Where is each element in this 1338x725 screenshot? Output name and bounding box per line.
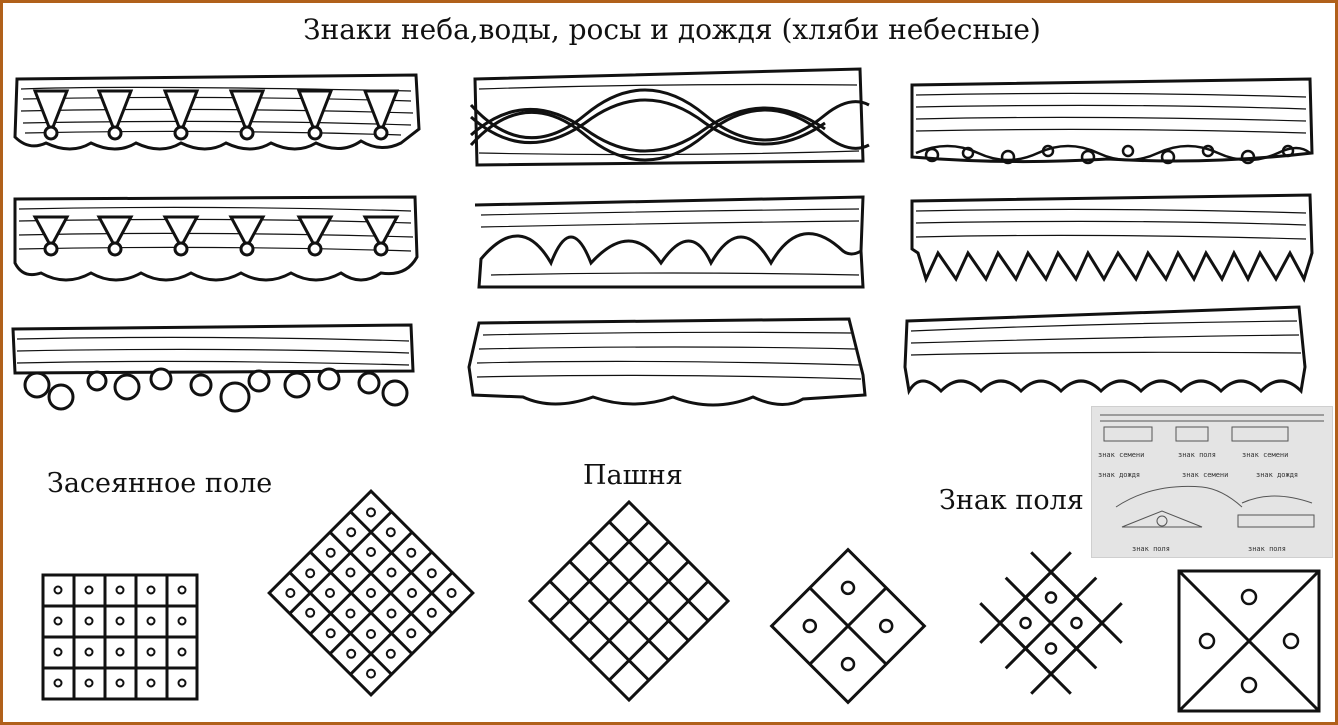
board-triangle-drops-2 (13, 195, 419, 282)
label-field-sign: Знак поля (939, 485, 1084, 516)
diamond-four-seeds (769, 547, 927, 705)
inset-label: знак дождя (1256, 471, 1299, 479)
board-round-drops (11, 323, 415, 413)
board-arches (474, 195, 865, 289)
diamond-grid-with-seeds (267, 489, 475, 697)
sown-field-grid (41, 573, 199, 701)
poster-title: Знаки неба,воды, росы и дождя (хляби неб… (303, 13, 1041, 46)
inset-label: знак поля (1178, 451, 1216, 459)
inset-facade-sketch (1100, 414, 1324, 528)
board-spiral-band (910, 77, 1314, 165)
inset-label: знак поля (1132, 545, 1170, 553)
field-sign-crossed (979, 551, 1123, 695)
board-triangle-drops-1 (13, 73, 421, 151)
board-braided-waves (469, 67, 870, 167)
inset-label: знак семени (1182, 471, 1229, 479)
inset-label: знак семени (1098, 451, 1145, 459)
board-teeth (910, 193, 1314, 284)
inset-label: знак дождя (1098, 471, 1141, 479)
board-dentil-arches (903, 305, 1307, 396)
square-x-four-seeds (1177, 569, 1321, 713)
label-sown-field: Засеянное поле (47, 468, 273, 499)
plowland-diamond-grid (527, 499, 731, 703)
label-plowland: Пашня (583, 460, 683, 491)
inset-label: знак семени (1242, 451, 1289, 459)
board-wavy-edge (467, 317, 867, 407)
reference-inset: знак семени знак поля знак семени знак д… (1091, 406, 1333, 558)
inset-label: знак поля (1248, 545, 1286, 553)
